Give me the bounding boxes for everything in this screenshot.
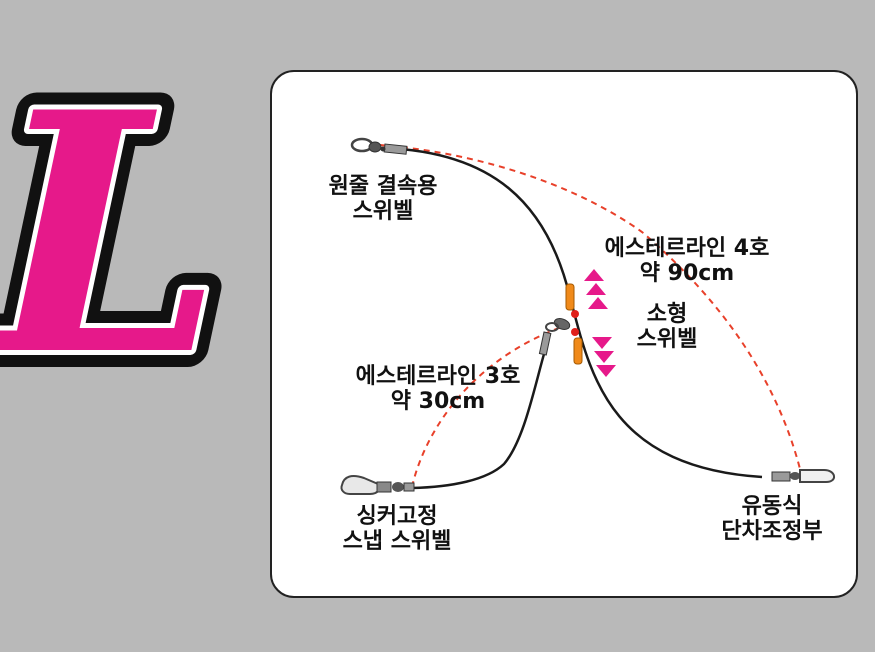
letter-l-logo: L L L (0, 80, 270, 370)
label-main-line-line1: 에스테르라인 4호 (604, 236, 770, 261)
rig-diagram-panel: 원줄 결속용 스위벨 에스테르라인 4호 약 90cm 소형 스위벨 에스테르라… (270, 70, 858, 598)
leader-main-line (379, 144, 803, 478)
label-top-swivel-line2: 스위벨 (352, 199, 414, 224)
logo-letter: L (0, 80, 264, 370)
label-sinker-snap-line2: 스냅 스위벨 (342, 529, 452, 554)
label-sliding-part-line2: 단차조정부 (721, 519, 823, 544)
label-main-line-line2: 약 90cm (639, 261, 735, 286)
label-sinker-line: 에스테르라인 3호 약 30cm (338, 364, 538, 414)
logo-letter-outline: L (0, 80, 264, 370)
sliding-adjuster-icon (771, 469, 835, 483)
label-sliding-part-line1: 유동식 (741, 494, 803, 519)
sinker-line (411, 333, 552, 490)
bead-stack (565, 283, 583, 365)
label-sinker-snap: 싱커고정 스냅 스위벨 (322, 504, 472, 554)
sinker-snap-swivel-icon (340, 475, 415, 495)
label-main-line: 에스테르라인 4호 약 90cm (587, 236, 787, 286)
rig-diagram (340, 137, 835, 495)
label-sinker-line-line2: 약 30cm (390, 389, 486, 414)
small-swivel-icon (538, 318, 571, 356)
label-small-swivel: 소형 스위벨 (622, 302, 712, 352)
label-small-swivel-line2: 스위벨 (636, 327, 698, 352)
down-arrows-icon (592, 337, 616, 377)
top-swivel-icon (350, 137, 408, 155)
up-arrows-icon (584, 269, 608, 309)
label-sliding-part: 유동식 단차조정부 (702, 494, 842, 544)
label-small-swivel-line1: 소형 (646, 302, 688, 327)
leader-lines (379, 144, 803, 488)
label-top-swivel-line1: 원줄 결속용 (328, 174, 438, 199)
label-sinker-line-line1: 에스테르라인 3호 (355, 364, 521, 389)
label-top-swivel: 원줄 결속용 스위벨 (308, 174, 458, 224)
label-sinker-snap-line1: 싱커고정 (356, 504, 438, 529)
